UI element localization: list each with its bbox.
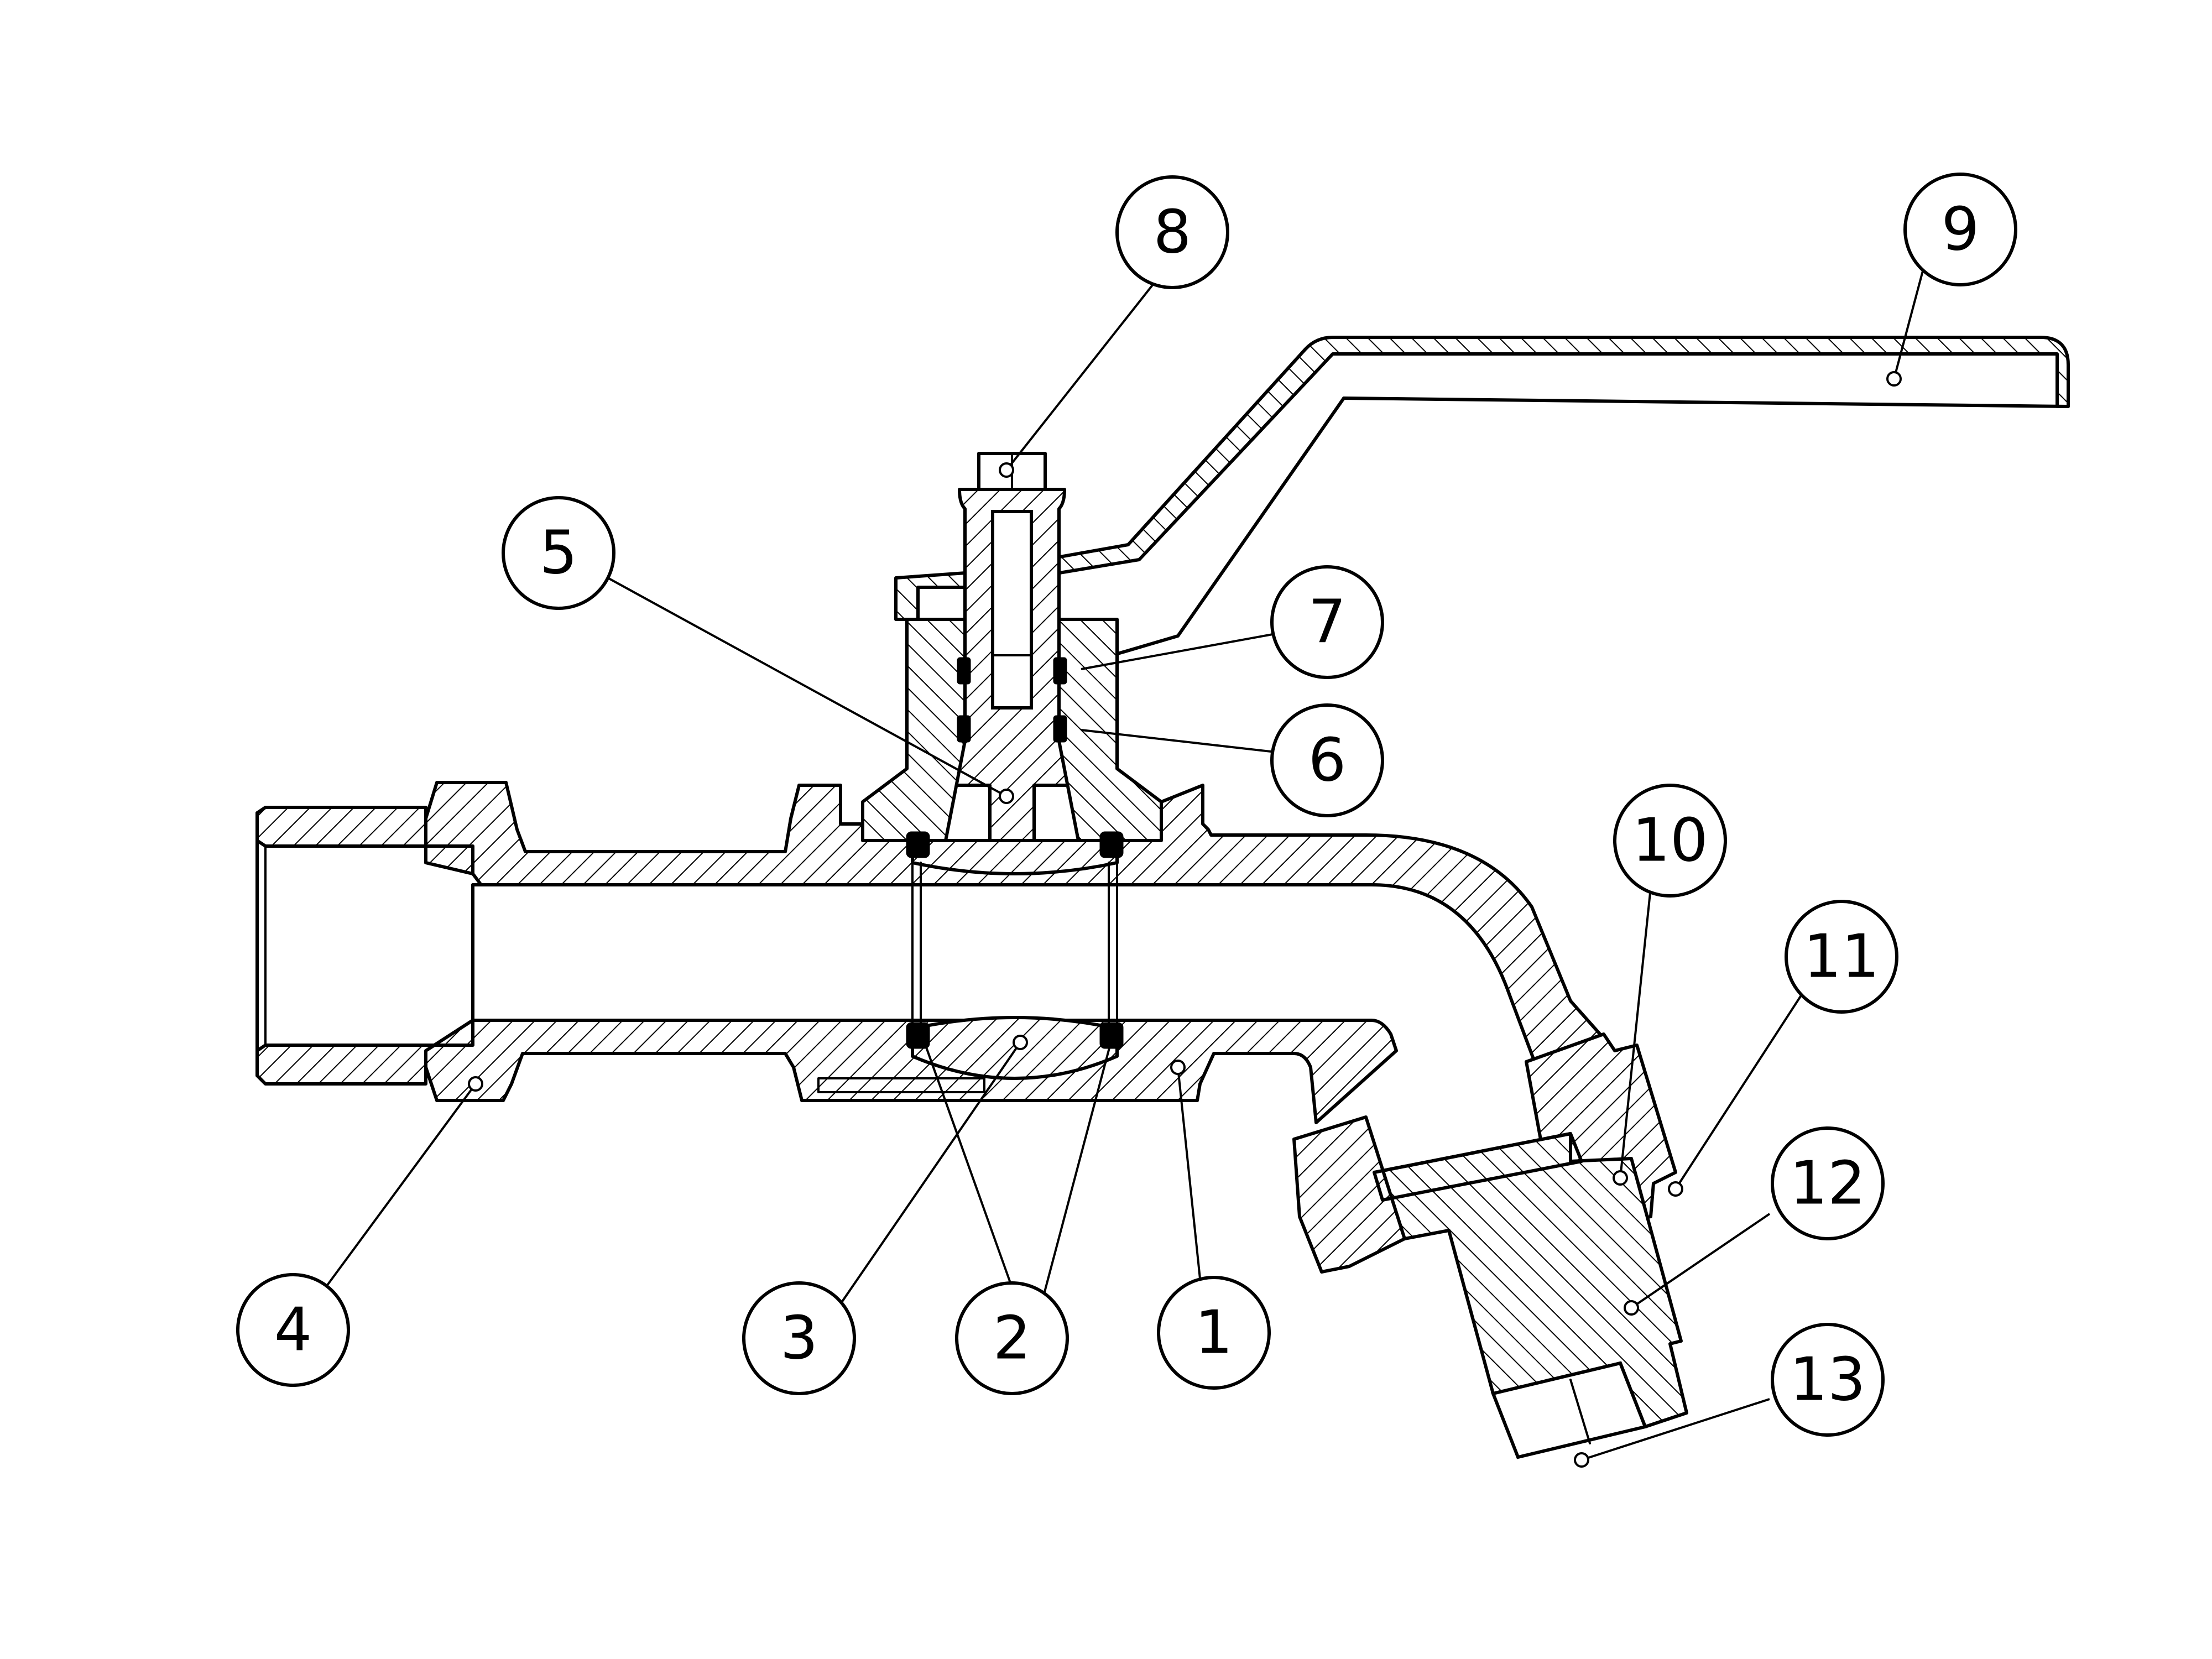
inlet-connector (255, 806, 474, 1086)
stem-assembly (861, 452, 1163, 842)
callout-label-11: 11 (1803, 922, 1879, 992)
callout-3: 3 (742, 1281, 856, 1395)
valve-body (424, 781, 1616, 1124)
callout-5: 5 (502, 496, 615, 610)
callout-13: 13 (1771, 1323, 1885, 1437)
callout-11: 11 (1785, 900, 1898, 1014)
callout-1: 1 (1157, 1276, 1271, 1390)
leader-lines (320, 254, 1928, 1461)
outlet-assembly (1292, 1032, 1688, 1459)
ball-and-seats (906, 831, 1124, 1080)
callout-12: 12 (1771, 1126, 1885, 1240)
callout-label-1: 1 (1195, 1298, 1233, 1368)
callout-label-6: 6 (1308, 726, 1347, 795)
callout-label-4: 4 (274, 1296, 312, 1365)
callout-label-10: 10 (1632, 806, 1708, 875)
callout-2: 2 (955, 1281, 1069, 1395)
callout-label-8: 8 (1154, 198, 1192, 267)
callout-label-2: 2 (993, 1304, 1031, 1373)
callout-10: 10 (1613, 784, 1727, 898)
leader-dots (468, 371, 1902, 1468)
callout-7: 7 (1270, 565, 1384, 679)
callout-4: 4 (236, 1273, 350, 1387)
callout-label-3: 3 (780, 1304, 818, 1373)
callout-8: 8 (1115, 175, 1229, 289)
callout-label-13: 13 (1790, 1345, 1865, 1415)
callout-9: 9 (1903, 173, 2017, 286)
callout-6: 6 (1270, 703, 1384, 817)
callout-label-12: 12 (1790, 1149, 1865, 1218)
callout-label-9: 9 (1942, 195, 1980, 264)
callout-label-5: 5 (540, 519, 578, 588)
callout-label-7: 7 (1308, 588, 1347, 657)
